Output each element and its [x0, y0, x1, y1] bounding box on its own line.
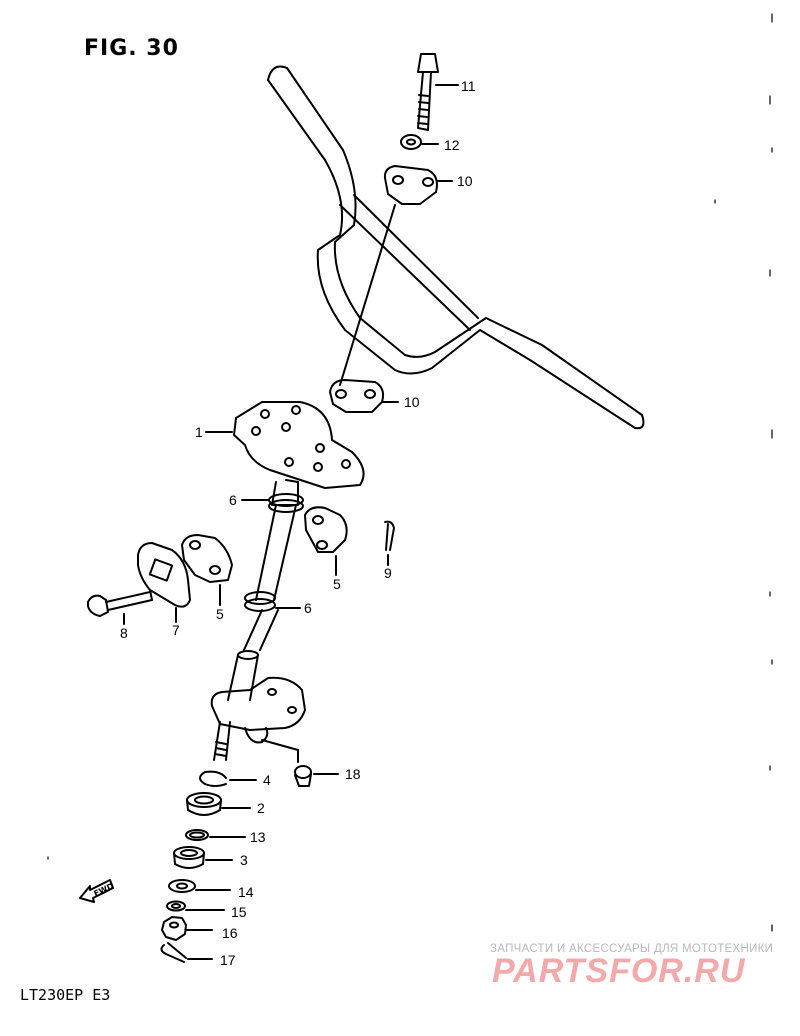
callout-label: 13 — [250, 829, 266, 845]
callout-label: 11 — [461, 78, 476, 94]
callout-label: 6 — [304, 600, 312, 616]
washer-15 — [166, 900, 225, 912]
lower-bracket — [210, 676, 306, 744]
handlebar — [267, 65, 645, 430]
callout-label: 16 — [222, 925, 238, 941]
upper-clamp-10 — [383, 165, 453, 205]
washer-14 — [168, 879, 231, 893]
shaft-joint — [237, 650, 259, 660]
callout-label: 6 — [229, 492, 237, 508]
plate-7 — [137, 542, 191, 623]
grease-nipple-line — [261, 739, 299, 763]
callout-label: 7 — [172, 622, 180, 638]
cotter-pin-9 — [384, 520, 395, 566]
bolt-11 — [417, 53, 459, 131]
callout-label: 18 — [345, 766, 361, 782]
callout-label: 17 — [220, 952, 236, 968]
seal-3 — [173, 846, 233, 869]
scan-specks — [47, 13, 773, 932]
nut-16 — [161, 916, 213, 941]
o-ring-13 — [185, 829, 246, 841]
watermark-subtitle: ЗАПЧАСТИ И АКСЕССУАРЫ ДЛЯ МОТОТЕХНИКИ — [490, 943, 774, 955]
callout-label: 9 — [384, 565, 392, 581]
cotter-pin-17 — [160, 942, 213, 963]
callout-label: 2 — [257, 800, 265, 816]
callout-label: 1 — [195, 424, 203, 440]
callout-label: 4 — [263, 772, 271, 788]
holder-5-left — [181, 534, 233, 606]
bushing-6-upper — [241, 493, 304, 513]
grease-nipple-18 — [294, 765, 339, 787]
model-code: LT230EP E3 — [20, 986, 111, 1004]
circlip-4 — [199, 770, 257, 787]
figure-title: FIG. 30 — [84, 36, 179, 61]
callout-label: 10 — [457, 173, 473, 189]
steering-shaft — [213, 479, 299, 761]
callout-label: 12 — [444, 137, 460, 153]
bearing-2 — [186, 792, 251, 816]
bushing-6-lower — [244, 591, 301, 612]
holder-5-right — [304, 506, 348, 576]
callout-label: 10 — [404, 394, 420, 410]
bolt-alignment-line — [339, 204, 396, 386]
steering-plate-1 — [205, 401, 365, 489]
callout-label: 14 — [238, 884, 254, 900]
fwd-arrow-icon: FWD — [79, 879, 115, 903]
callout-label: 15 — [231, 904, 247, 920]
lower-clamp-10 — [329, 379, 399, 413]
callout-label: 3 — [240, 852, 248, 868]
fwd-label: FWD — [92, 881, 115, 898]
washer-12 — [400, 134, 439, 150]
callout-label: 5 — [216, 606, 224, 622]
callout-label: 5 — [333, 576, 341, 592]
callout-label: 8 — [120, 625, 128, 641]
bolt-8 — [87, 589, 153, 625]
watermark-brand-logo: PARTSFOR.RU — [492, 952, 746, 990]
